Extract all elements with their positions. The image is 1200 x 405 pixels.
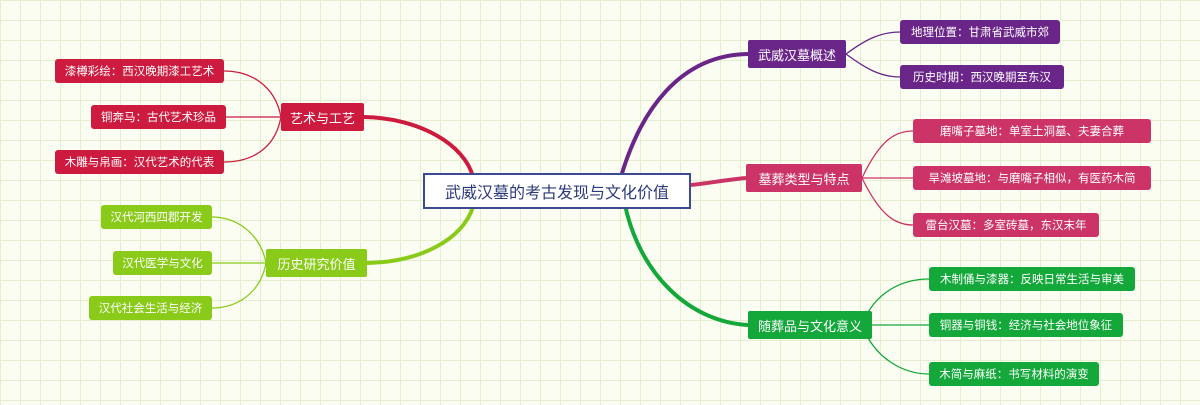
connector-artifacts-child-3 xyxy=(861,324,930,375)
connector-history-child-1 xyxy=(211,216,267,264)
connector-root-to-art xyxy=(363,115,475,178)
subtopic-leitai[interactable]: 雷台汉墓：多室砖墓，东汉末年 xyxy=(913,213,1099,237)
topic-artifacts[interactable]: 随葬品与文化意义 xyxy=(748,311,872,339)
subtopic-bronze-horse[interactable]: 铜奔马：古代艺术珍品 xyxy=(91,105,226,129)
subtopic-wood-carving[interactable]: 木雕与帛画：汉代艺术的代表 xyxy=(55,150,224,174)
subtopic-lacquer[interactable]: 漆樽彩绘：西汉晚期漆工艺术 xyxy=(55,59,224,83)
topic-art-craft[interactable]: 艺术与工艺 xyxy=(281,103,364,131)
connector-tombs-child-1 xyxy=(861,130,914,179)
connector-root-to-overview xyxy=(618,52,749,181)
connector-history-child-3 xyxy=(211,262,267,309)
subtopic-bronze[interactable]: 铜器与铜钱：经济与社会地位象征 xyxy=(929,313,1123,337)
topic-tomb-types[interactable]: 墓葬类型与特点 xyxy=(746,164,862,192)
subtopic-location[interactable]: 地理位置：甘肃省武威市郊 xyxy=(900,20,1060,44)
connector-overview-child-1 xyxy=(845,31,901,55)
connector-artifacts-child-1 xyxy=(861,278,930,326)
connector-root-to-artifacts xyxy=(623,204,749,327)
subtopic-bamboo-slips[interactable]: 木简与麻纸：书写材料的演变 xyxy=(929,362,1099,386)
connector-art-child-3 xyxy=(223,116,282,163)
connector-root-to-history xyxy=(366,206,475,265)
topic-historical-value[interactable]: 历史研究价值 xyxy=(266,249,367,277)
connector-overview-child-2 xyxy=(845,53,901,78)
subtopic-hexi[interactable]: 汉代河西四郡开发 xyxy=(101,205,212,229)
central-topic[interactable]: 武威汉墓的考古发现与文化价值 xyxy=(423,173,691,209)
subtopic-mozuizi[interactable]: 磨嘴子墓地：单室土洞墓、夫妻合葬 xyxy=(913,119,1151,143)
topic-overview[interactable]: 武威汉墓概述 xyxy=(748,40,846,68)
connector-art-child-1 xyxy=(223,70,282,118)
subtopic-period[interactable]: 历史时期：西汉晚期至东汉 xyxy=(900,65,1064,89)
subtopic-medicine[interactable]: 汉代医学与文化 xyxy=(113,251,212,275)
connector-root-to-tombs xyxy=(690,176,747,187)
subtopic-society[interactable]: 汉代社会生活与经济 xyxy=(89,296,212,320)
subtopic-hantanpo[interactable]: 旱滩坡墓地：与磨嘴子相似，有医药木简 xyxy=(913,166,1151,190)
subtopic-wooden-figures[interactable]: 木制俑与漆器：反映日常生活与审美 xyxy=(929,267,1135,291)
connector-tombs-child-3 xyxy=(861,177,914,226)
